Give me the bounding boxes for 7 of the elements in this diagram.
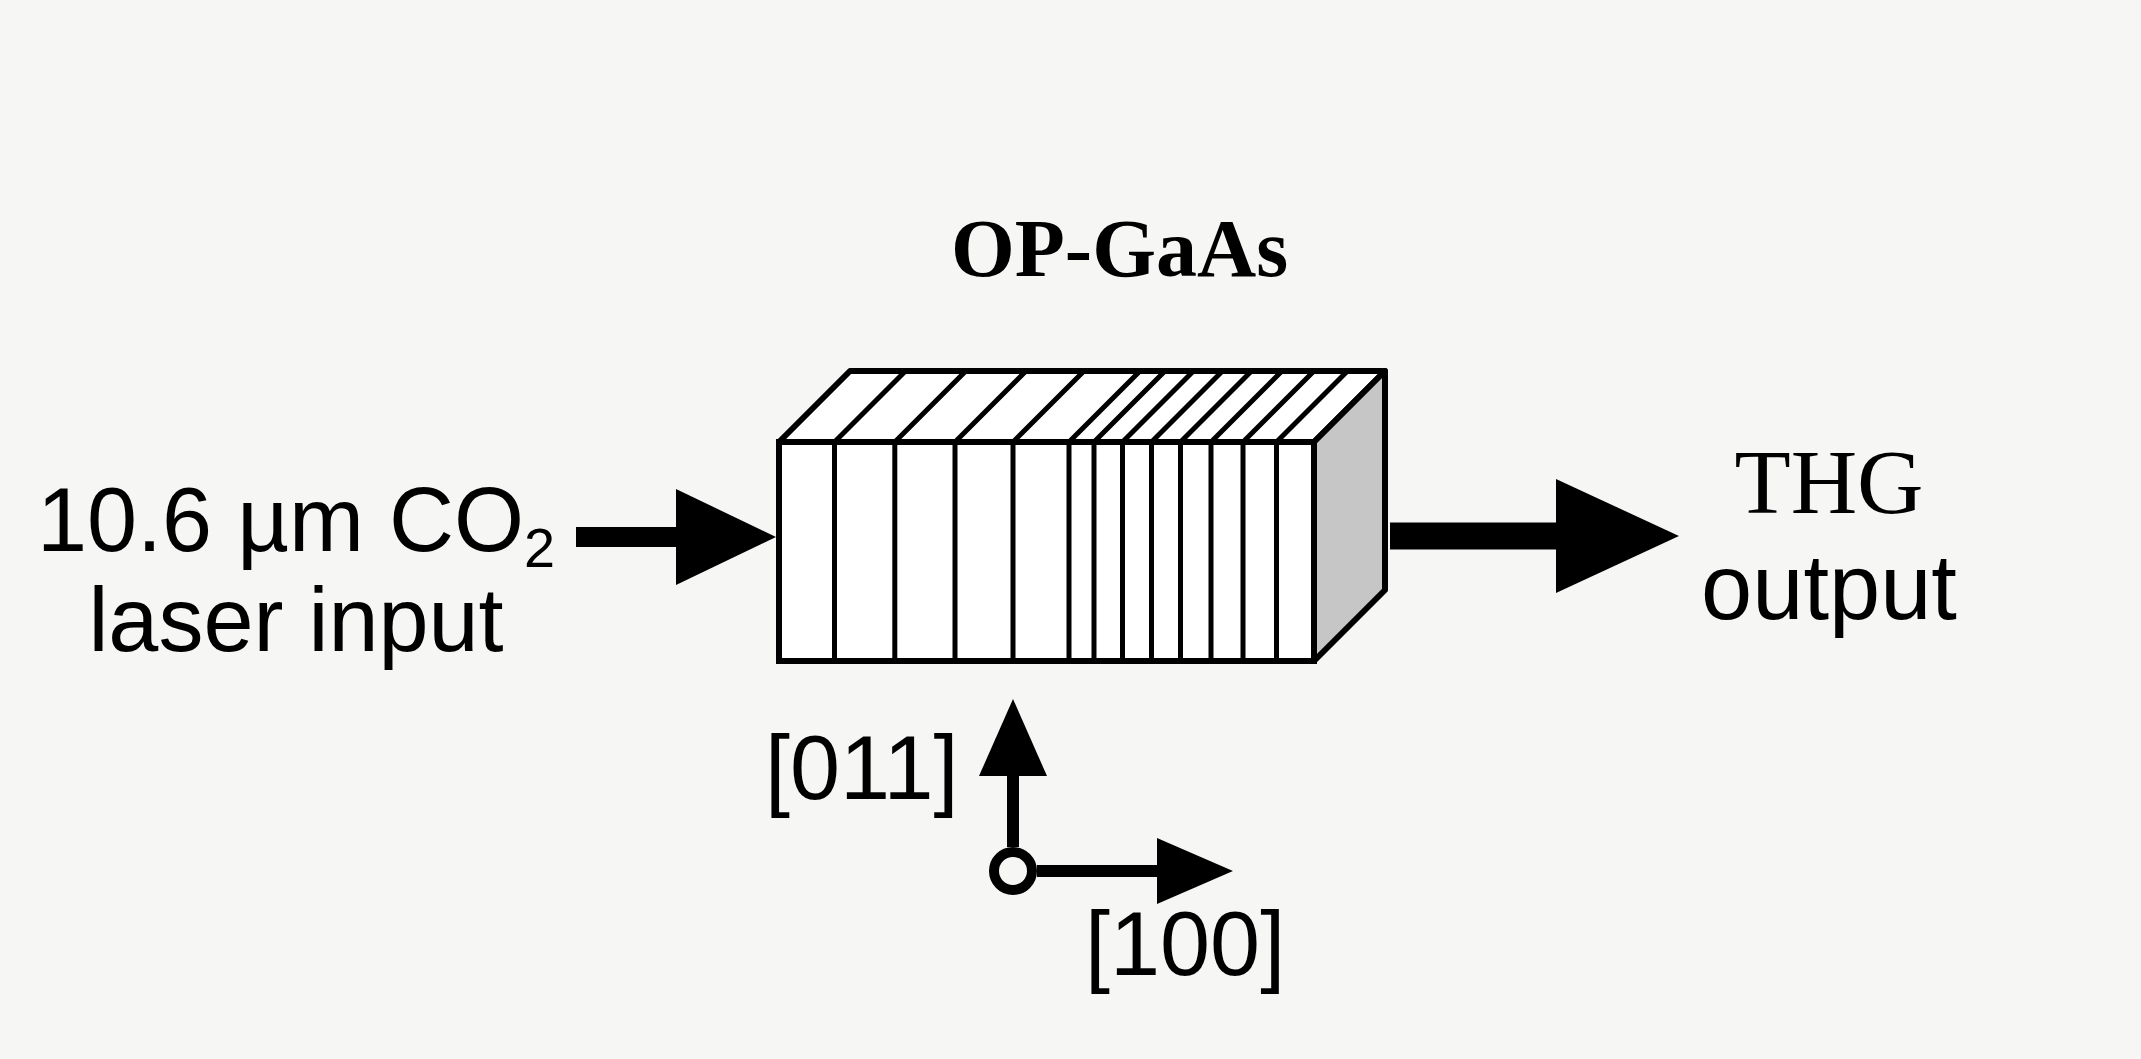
arrow bbox=[1390, 479, 1679, 593]
arrow bbox=[576, 489, 776, 585]
output-label: THG output bbox=[1679, 430, 1979, 640]
source-label: 10.6 µm CO$_{2}$ laser input bbox=[16, 470, 576, 670]
axis-label: [011] bbox=[765, 717, 959, 820]
axis-label: [100] bbox=[1085, 893, 1286, 996]
block-heading: OP-GaAs bbox=[951, 202, 1289, 296]
